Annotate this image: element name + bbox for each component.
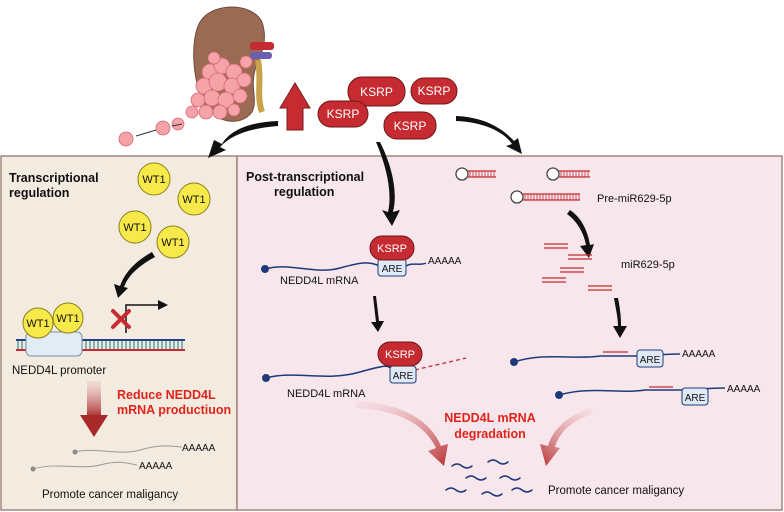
are-label-2: ARE [393,371,414,382]
polya-mir-1: AAAAA [682,349,716,360]
ksrp-top-label-4: KSRP [394,119,427,133]
right-panel-title-line2: regulation [274,185,334,199]
ksrp-cluster: KSRP KSRP KSRP KSRP [317,76,458,140]
degradation-arrow-left [355,401,448,466]
pre-mir-label: Pre-miR629-5p [597,193,672,205]
left-panel-title-line1: Transcriptional [9,171,99,185]
degradation-label-line2: degradation [454,427,526,441]
wt1-bound: WT1 WT1 [22,302,84,339]
wt1-label-1: WT1 [142,174,165,186]
ksrp-bound-label-2: KSRP [385,349,415,361]
reduction-arrow-shaft [87,381,101,417]
wt1-bound-label-2: WT1 [56,313,79,325]
kidney-illustration [118,6,274,147]
wt1-label-4: WT1 [161,237,184,249]
mir-bound-mrna-2: ARE [555,386,726,406]
promoter-label: NEDD4L promoter [12,365,106,377]
wt1-label-3: WT1 [123,222,146,234]
mir-bound-mrna-1: ARE [510,349,681,368]
degradation-label-line1: NEDD4L mRNA [444,411,535,425]
wt1-label-2: WT1 [182,194,205,206]
are-label-4: ARE [685,393,706,404]
polya-right-top: AAAAA [428,256,462,267]
tumor-mass [185,51,253,120]
wt1-bound-label-1: WT1 [26,318,49,330]
mir-label: miR629-5p [621,259,675,271]
polya-left-1: AAAAA [182,443,216,454]
reduce-label-line2: mRNA productiuon [117,403,231,417]
wt1-binding-arrow [114,252,155,298]
are-label-1: ARE [382,264,403,275]
polya-mir-2: AAAAA [727,384,761,395]
right-outcome-label: Promote cancer maligancy [548,485,684,497]
reduced-mrna-strands [30,445,183,472]
mrna-degrading: ARE KSRP [262,341,467,384]
wt1-cluster: WT1 WT1 WT1 WT1 [118,162,211,259]
branch-arrows [208,116,522,226]
degradation-arrow-right [540,408,594,466]
ksrp-bound-label-1: KSRP [377,243,407,255]
upregulation-arrow [279,82,311,131]
mrna-ksrp-bound: ARE KSRP [261,235,427,277]
targeting-arrow [613,298,627,338]
mrna-label-1: NEDD4L mRNA [280,275,359,287]
decay-arrow [371,296,384,332]
reduce-label-line1: Reduce NEDD4L [117,388,216,402]
mature-mir-duplexes [542,243,612,291]
ksrp-top-label-1: KSRP [360,85,393,99]
polya-left-2: AAAAA [139,461,173,472]
pre-mir-hairpins [455,167,590,204]
block-x-icon [111,309,131,329]
mrna-label-2: NEDD4L mRNA [287,388,366,400]
ksrp-top-label-3: KSRP [327,107,360,121]
left-panel-title-line2: regulation [9,186,69,200]
mrna-fragments [445,459,533,497]
reduction-arrow-head [80,415,108,437]
processing-arrow [567,210,594,258]
left-outcome-label: Promote cancer maligancy [42,489,178,501]
right-panel [236,155,783,511]
right-panel-title-line1: Post-transcriptional [246,170,364,184]
are-label-3: ARE [640,355,661,366]
ksrp-top-label-2: KSRP [418,84,451,98]
